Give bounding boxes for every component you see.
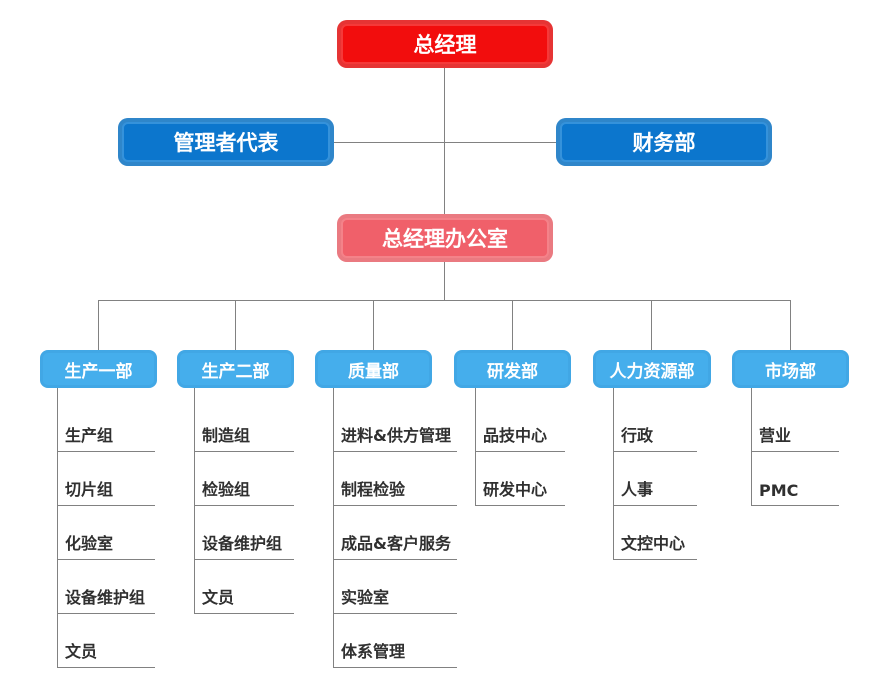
spine-production-1 [57,388,58,668]
unit-list-marketing: 营业 PMC [751,398,839,506]
unit-list-production-2: 制造组 检验组 设备维护组 文员 [194,398,294,614]
org-item: 制造组 [194,398,294,452]
connector-drop-production-1 [98,300,99,350]
dept-node-production-1: 生产一部 [40,350,157,388]
connector-department-bus [98,300,791,301]
org-item: 进料&供方管理 [333,398,457,452]
org-item: 设备维护组 [194,506,294,560]
gm-node: 总经理 [337,20,553,68]
spine-quality [333,388,334,668]
connector-drop-quality [373,300,374,350]
org-item: 检验组 [194,452,294,506]
unit-list-rnd: 品技中心 研发中心 [475,398,565,506]
unit-list-hr: 行政 人事 文控中心 [613,398,697,560]
org-item: 切片组 [57,452,155,506]
connector-level2-horizontal [334,142,556,143]
spine-rnd [475,388,476,506]
org-item: 实验室 [333,560,457,614]
org-item: 体系管理 [333,614,457,668]
connector-gm-to-office [444,68,445,214]
connector-drop-production-2 [235,300,236,350]
management-rep-node: 管理者代表 [118,118,334,166]
connector-office-to-bus [444,262,445,300]
org-item: 成品&客户服务 [333,506,457,560]
org-item: 研发中心 [475,452,565,506]
connector-drop-marketing [790,300,791,350]
spine-production-2 [194,388,195,614]
org-item: 生产组 [57,398,155,452]
unit-list-production-1: 生产组 切片组 化验室 设备维护组 文员 [57,398,155,668]
org-item: 设备维护组 [57,560,155,614]
org-item: 营业 [751,398,839,452]
org-item: 人事 [613,452,697,506]
org-item: 行政 [613,398,697,452]
org-item: 制程检验 [333,452,457,506]
org-item: 文员 [194,560,294,614]
spine-marketing [751,388,752,506]
dept-node-hr: 人力资源部 [593,350,711,388]
unit-list-quality: 进料&供方管理 制程检验 成品&客户服务 实验室 体系管理 [333,398,457,668]
org-item: 文员 [57,614,155,668]
gm-office-node: 总经理办公室 [337,214,553,262]
org-item: 化验室 [57,506,155,560]
dept-node-quality: 质量部 [315,350,432,388]
connector-drop-rnd [512,300,513,350]
dept-node-marketing: 市场部 [732,350,849,388]
org-item: PMC [751,452,839,506]
spine-hr [613,388,614,560]
org-item: 品技中心 [475,398,565,452]
dept-node-production-2: 生产二部 [177,350,294,388]
finance-node: 财务部 [556,118,772,166]
dept-node-rnd: 研发部 [454,350,571,388]
connector-drop-hr [651,300,652,350]
org-item: 文控中心 [613,506,697,560]
